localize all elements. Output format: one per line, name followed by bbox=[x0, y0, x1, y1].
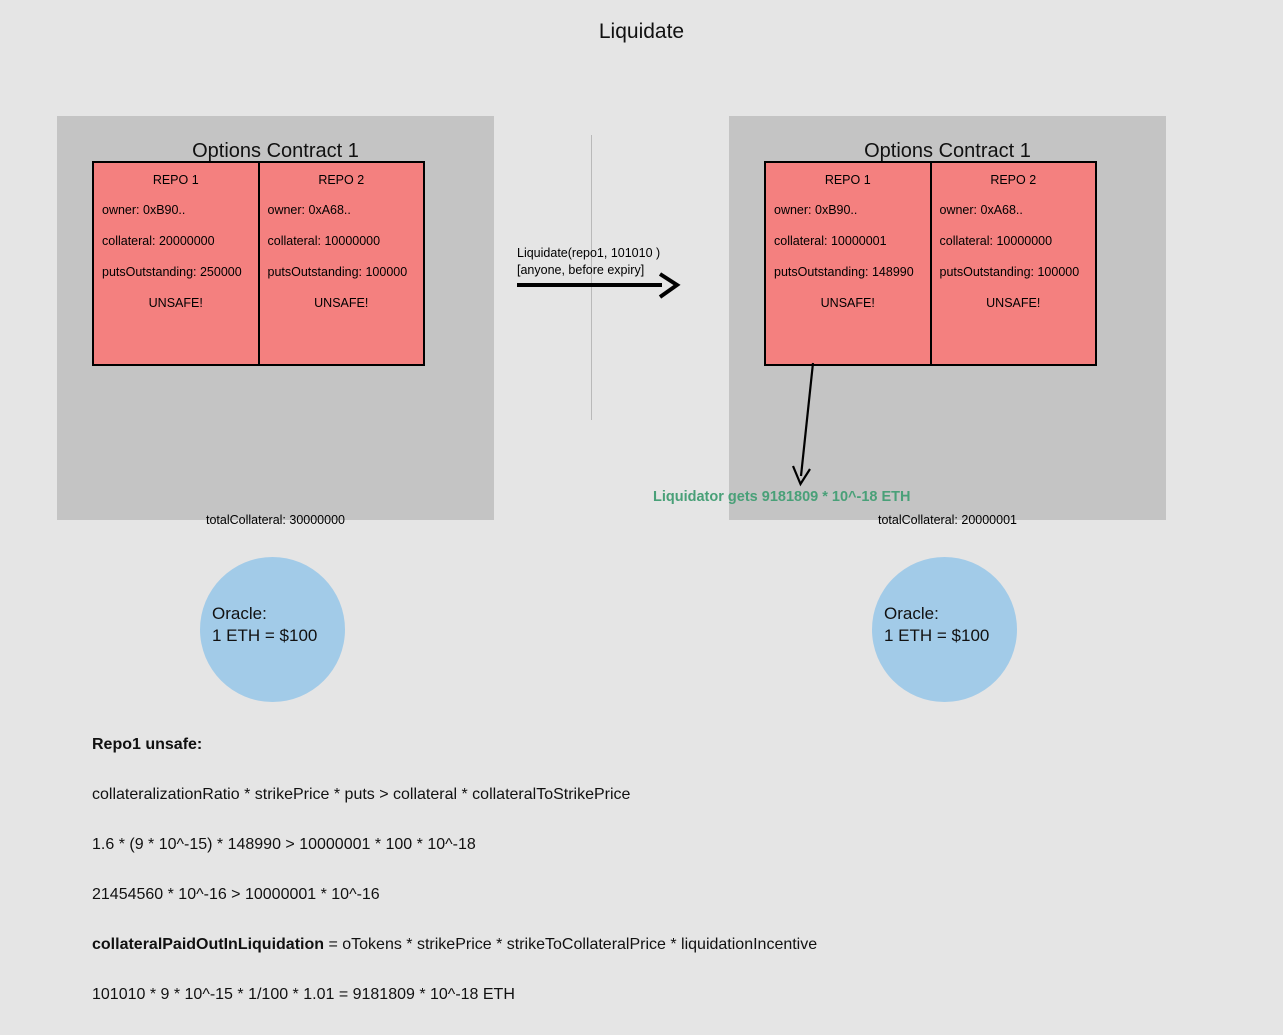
oracle-right-line1: Oracle: bbox=[884, 604, 939, 623]
oracle-left-line2: 1 ETH = $100 bbox=[212, 626, 318, 645]
flow-arrow-icon bbox=[510, 270, 685, 315]
repo-name: REPO 1 bbox=[824, 173, 871, 187]
contract-panel-after-heading: Options Contract 1 bbox=[864, 140, 1031, 162]
formula-payout-expression: = oTokens * strikePrice * strikeToCollat… bbox=[324, 936, 818, 953]
formula-numeric-2: 21454560 * 10^-16 > 10000001 * 10^-16 bbox=[92, 886, 380, 903]
formula-symbolic: collateralizationRatio * strikePrice * p… bbox=[92, 786, 631, 803]
formula-block: Repo1 unsafe: collateralizationRatio * s… bbox=[92, 735, 1212, 1035]
contract-panel-after: Options Contract 1 REPO 1 owner: 0xB90..… bbox=[729, 116, 1166, 527]
repo-puts-outstanding: putsOutstanding: 148990 bbox=[774, 265, 914, 279]
page-title: Liquidate bbox=[598, 20, 685, 43]
total-collateral-after: totalCollateral: 20000001 bbox=[878, 513, 1017, 527]
liquidator-payout-label: Liquidator gets 9181809 * 10^-18 ETH bbox=[653, 489, 911, 505]
repo-owner: owner: 0xB90.. bbox=[774, 203, 858, 217]
repo-group-before: REPO 1 owner: 0xB90.. collateral: 200000… bbox=[92, 161, 425, 366]
repo-owner: owner: 0xA68.. bbox=[267, 203, 351, 217]
repo-collateral: collateral: 20000000 bbox=[102, 234, 215, 248]
repo-name: REPO 1 bbox=[152, 173, 199, 187]
repo-status-badge: UNSAFE! bbox=[820, 296, 875, 310]
formula-payout-symbolic: collateralPaidOutInLiquidation = oTokens… bbox=[92, 935, 1212, 955]
repo-puts-outstanding: putsOutstanding: 100000 bbox=[939, 265, 1080, 279]
oracle-left-line1: Oracle: bbox=[212, 604, 267, 623]
oracle-node-left: Oracle: 1 ETH = $100 bbox=[200, 557, 345, 702]
oracle-right-text: Oracle: 1 ETH = $100 bbox=[884, 603, 989, 647]
formula-heading: Repo1 unsafe: bbox=[92, 736, 203, 753]
total-collateral-before: totalCollateral: 30000000 bbox=[206, 513, 345, 527]
repo-status-badge: UNSAFE! bbox=[314, 296, 369, 310]
formula-payout-term: collateralPaidOutInLiquidation bbox=[92, 936, 325, 953]
vertical-divider bbox=[591, 135, 592, 420]
repo-status-badge: UNSAFE! bbox=[148, 296, 203, 310]
repo-collateral: collateral: 10000000 bbox=[939, 234, 1053, 248]
repo-card-after-1: REPO 1 owner: 0xB90.. collateral: 100000… bbox=[766, 163, 930, 364]
payout-arrow-icon bbox=[780, 358, 840, 498]
repo-collateral: collateral: 10000000 bbox=[267, 234, 381, 248]
oracle-left-text: Oracle: 1 ETH = $100 bbox=[212, 603, 317, 647]
flow-condition-label: [anyone, before expiry] bbox=[517, 263, 645, 277]
repo-group-after: REPO 1 owner: 0xB90.. collateral: 100000… bbox=[764, 161, 1097, 366]
oracle-right-line2: 1 ETH = $100 bbox=[884, 626, 990, 645]
formula-payout-numeric: 101010 * 9 * 10^-15 * 1/100 * 1.01 = 918… bbox=[92, 986, 515, 1003]
repo-card-before-2: REPO 2 owner: 0xA68.. collateral: 100000… bbox=[257, 163, 424, 364]
repo-status-badge: UNSAFE! bbox=[986, 296, 1041, 310]
repo-owner: owner: 0xA68.. bbox=[939, 203, 1023, 217]
contract-panel-before-heading: Options Contract 1 bbox=[192, 140, 359, 162]
repo-card-before-1: REPO 1 owner: 0xB90.. collateral: 200000… bbox=[94, 163, 258, 364]
flow-call-label: Liquidate(repo1, 101010 ) bbox=[517, 246, 661, 260]
flow-label: Liquidate(repo1, 101010 ) [anyone, befor… bbox=[517, 245, 727, 279]
repo-card-after-2: REPO 2 owner: 0xA68.. collateral: 100000… bbox=[929, 163, 1096, 364]
repo-owner: owner: 0xB90.. bbox=[102, 203, 186, 217]
contract-panel-before: Options Contract 1 REPO 1 owner: 0xB90..… bbox=[57, 116, 494, 527]
repo-collateral: collateral: 10000001 bbox=[774, 234, 887, 248]
repo-name: REPO 2 bbox=[318, 173, 365, 187]
repo-puts-outstanding: putsOutstanding: 100000 bbox=[267, 265, 408, 279]
repo-puts-outstanding: putsOutstanding: 250000 bbox=[102, 265, 242, 279]
formula-numeric-1: 1.6 * (9 * 10^-15) * 148990 > 10000001 *… bbox=[92, 836, 476, 853]
repo-name: REPO 2 bbox=[990, 173, 1037, 187]
oracle-node-right: Oracle: 1 ETH = $100 bbox=[872, 557, 1017, 702]
